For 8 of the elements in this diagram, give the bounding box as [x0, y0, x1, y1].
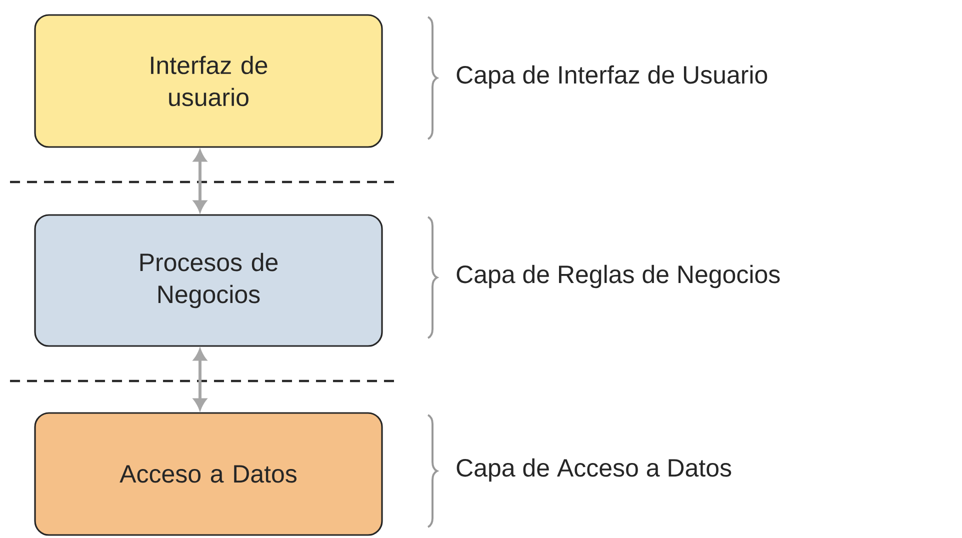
- layer-box: Interfaz de usuario: [34, 14, 383, 148]
- layer-label: Capa de Acceso a Datos: [456, 458, 732, 482]
- layer-label: Capa de Interfaz de Usuario: [456, 65, 768, 89]
- arrow: [194, 349, 206, 410]
- layer-label: Capa de Reglas de Negocios: [456, 264, 780, 288]
- arrow: [194, 150, 206, 212]
- layer-box: Procesos de Negocios: [34, 214, 383, 347]
- layer-box: Acceso a Datos: [34, 412, 383, 536]
